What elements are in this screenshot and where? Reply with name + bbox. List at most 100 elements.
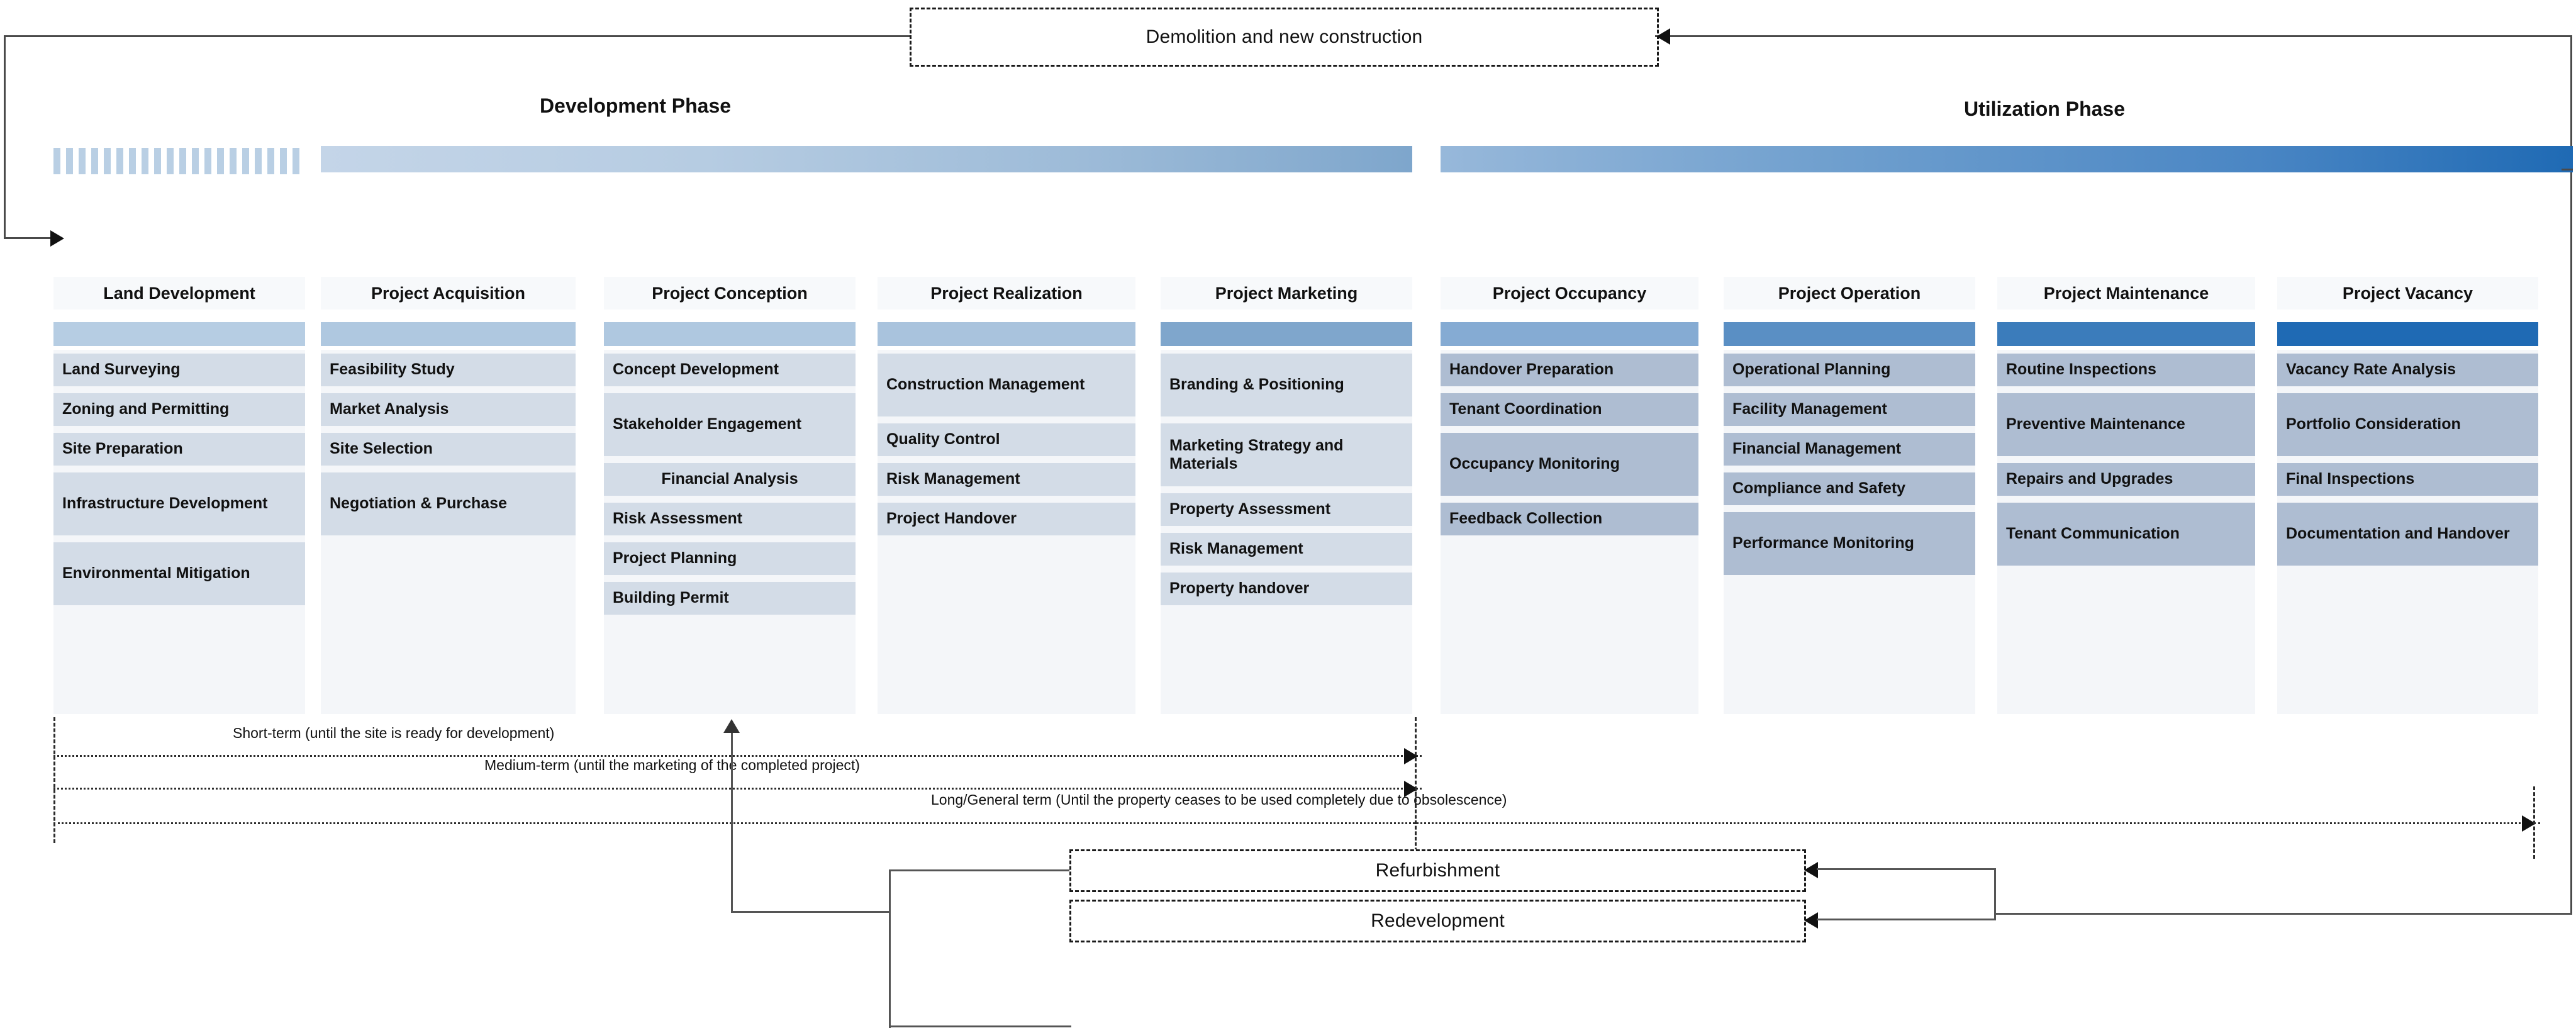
activity-cell[interactable]: Preventive Maintenance <box>1997 393 2255 456</box>
activity-cell[interactable]: Market Analysis <box>321 393 576 426</box>
redevelopment-right-arrowhead <box>1804 912 1818 929</box>
activity-cell[interactable]: Feasibility Study <box>321 354 576 386</box>
column-accent-bar-7 <box>1997 322 2255 346</box>
column-accent-bar-4 <box>1161 322 1412 346</box>
activity-cell[interactable]: Marketing Strategy and Materials <box>1161 423 1412 486</box>
lifecycle-diagram: Demolition and new construction Developm… <box>4 8 2573 1028</box>
timeline-long-term-tick <box>2533 786 2535 859</box>
timeline-short-term-arrowhead <box>1404 748 1418 764</box>
activity-cell[interactable]: Feedback Collection <box>1441 503 1698 535</box>
activity-cell[interactable]: Risk Management <box>878 463 1135 496</box>
top-loop-left-horizontal <box>4 35 910 37</box>
activity-cell[interactable]: Zoning and Permitting <box>53 393 305 426</box>
redevelopment-left-stub <box>889 1025 1071 1027</box>
activity-cell[interactable]: Financial Management <box>1724 433 1975 466</box>
refurbishment-callout[interactable]: Refurbishment <box>1069 849 1806 892</box>
activity-cell[interactable]: Property handover <box>1161 573 1412 605</box>
activity-cell[interactable]: Portfolio Consideration <box>2277 393 2538 456</box>
activity-cell[interactable]: Construction Management <box>878 354 1135 416</box>
column-header-2[interactable]: Project Conception <box>604 277 856 310</box>
utilization-phase-title: Utilization Phase <box>1963 98 2126 120</box>
activity-cell[interactable]: Quality Control <box>878 423 1135 456</box>
demolition-label: Demolition and new construction <box>1146 26 1423 47</box>
activity-cell[interactable]: Routine Inspections <box>1997 354 2255 386</box>
activity-cell[interactable]: Negotiation & Purchase <box>321 472 576 535</box>
utilization-phase-bar <box>1441 146 2573 172</box>
activity-cell[interactable]: Operational Planning <box>1724 354 1975 386</box>
activity-cell[interactable]: Documentation and Handover <box>2277 503 2538 566</box>
activity-cell[interactable]: Concept Development <box>604 354 856 386</box>
timeline-long-term-arrowhead <box>2522 815 2536 832</box>
timeline-label-short-term: Short-term (until the site is ready for … <box>233 725 555 741</box>
column-header-7[interactable]: Project Maintenance <box>1997 277 2255 310</box>
refurbishment-right-arrowhead <box>1804 862 1818 878</box>
activity-cell[interactable]: Environmental Mitigation <box>53 542 305 605</box>
activity-cell[interactable]: Compliance and Safety <box>1724 472 1975 505</box>
timeline-left-tick <box>53 717 55 843</box>
activity-cell[interactable]: Site Selection <box>321 433 576 466</box>
timeline-medium-term-arrowhead <box>1404 781 1418 797</box>
lower-loop-return-horizontal <box>1994 913 2572 915</box>
top-loop-entry-horizontal <box>4 237 53 239</box>
activity-cell[interactable]: Tenant Communication <box>1997 503 2255 566</box>
redevelopment-callout[interactable]: Redevelopment <box>1069 900 1806 942</box>
activity-cell-empty <box>1724 582 1975 615</box>
activity-cell[interactable]: Building Permit <box>604 582 856 615</box>
activity-cell[interactable]: Risk Assessment <box>604 503 856 535</box>
refurbish-loop-left-splitter <box>889 869 891 1028</box>
activity-cell[interactable]: Land Surveying <box>53 354 305 386</box>
refurbishment-right-stub <box>1817 868 1996 870</box>
column-header-5[interactable]: Project Occupancy <box>1441 277 1698 310</box>
timeline-short-term-tick <box>1415 717 1417 796</box>
column-accent-bar-0 <box>53 322 305 346</box>
activity-cell[interactable]: Project Planning <box>604 542 856 575</box>
activity-cell[interactable]: Stakeholder Engagement <box>604 393 856 456</box>
refurbishment-left-stub <box>889 869 1071 871</box>
column-header-4[interactable]: Project Marketing <box>1161 277 1412 310</box>
redevelopment-right-stub <box>1817 919 1996 920</box>
development-phase-title: Development Phase <box>539 94 732 117</box>
activity-cell-empty <box>1997 573 2255 605</box>
column-accent-bar-2 <box>604 322 856 346</box>
column-accent-bar-1 <box>321 322 576 346</box>
activity-cell[interactable]: Final Inspections <box>2277 463 2538 496</box>
column-header-0[interactable]: Land Development <box>53 277 305 310</box>
activity-cell[interactable]: Infrastructure Development <box>53 472 305 535</box>
activity-cell[interactable]: Branding & Positioning <box>1161 354 1412 416</box>
refurbish-loop-up-arrowhead <box>723 719 740 733</box>
top-loop-left-vertical <box>4 35 6 239</box>
activity-cell[interactable]: Performance Monitoring <box>1724 512 1975 575</box>
activity-cell[interactable]: Risk Management <box>1161 533 1412 566</box>
refurbishment-label: Refurbishment <box>1375 860 1500 881</box>
demolition-callout[interactable]: Demolition and new construction <box>910 8 1659 67</box>
column-header-8[interactable]: Project Vacancy <box>2277 277 2538 310</box>
timeline-long-term-line <box>53 822 2540 824</box>
refurbish-loop-up-vertical <box>731 733 733 912</box>
top-loop-right-horizontal <box>1655 35 2572 37</box>
column-accent-bar-5 <box>1441 322 1698 346</box>
activity-cell-empty <box>1441 542 1698 605</box>
outer-right-vertical <box>2570 35 2572 915</box>
utilization-bar-right-connector <box>2562 169 2573 170</box>
activity-cell[interactable]: Repairs and Upgrades <box>1997 463 2255 496</box>
activity-cell[interactable]: Vacancy Rate Analysis <box>2277 354 2538 386</box>
column-header-1[interactable]: Project Acquisition <box>321 277 576 310</box>
activity-cell[interactable]: Occupancy Monitoring <box>1441 433 1698 496</box>
column-header-3[interactable]: Project Realization <box>878 277 1135 310</box>
activity-cell[interactable]: Financial Analysis <box>604 463 856 496</box>
activity-cell-empty <box>878 542 1135 605</box>
activity-cell[interactable]: Handover Preparation <box>1441 354 1698 386</box>
activity-cell[interactable]: Site Preparation <box>53 433 305 466</box>
activity-cell[interactable]: Project Handover <box>878 503 1135 535</box>
column-header-6[interactable]: Project Operation <box>1724 277 1975 310</box>
activity-cell[interactable]: Facility Management <box>1724 393 1975 426</box>
activity-cell[interactable]: Property Assessment <box>1161 493 1412 526</box>
activity-cell[interactable]: Tenant Coordination <box>1441 393 1698 426</box>
